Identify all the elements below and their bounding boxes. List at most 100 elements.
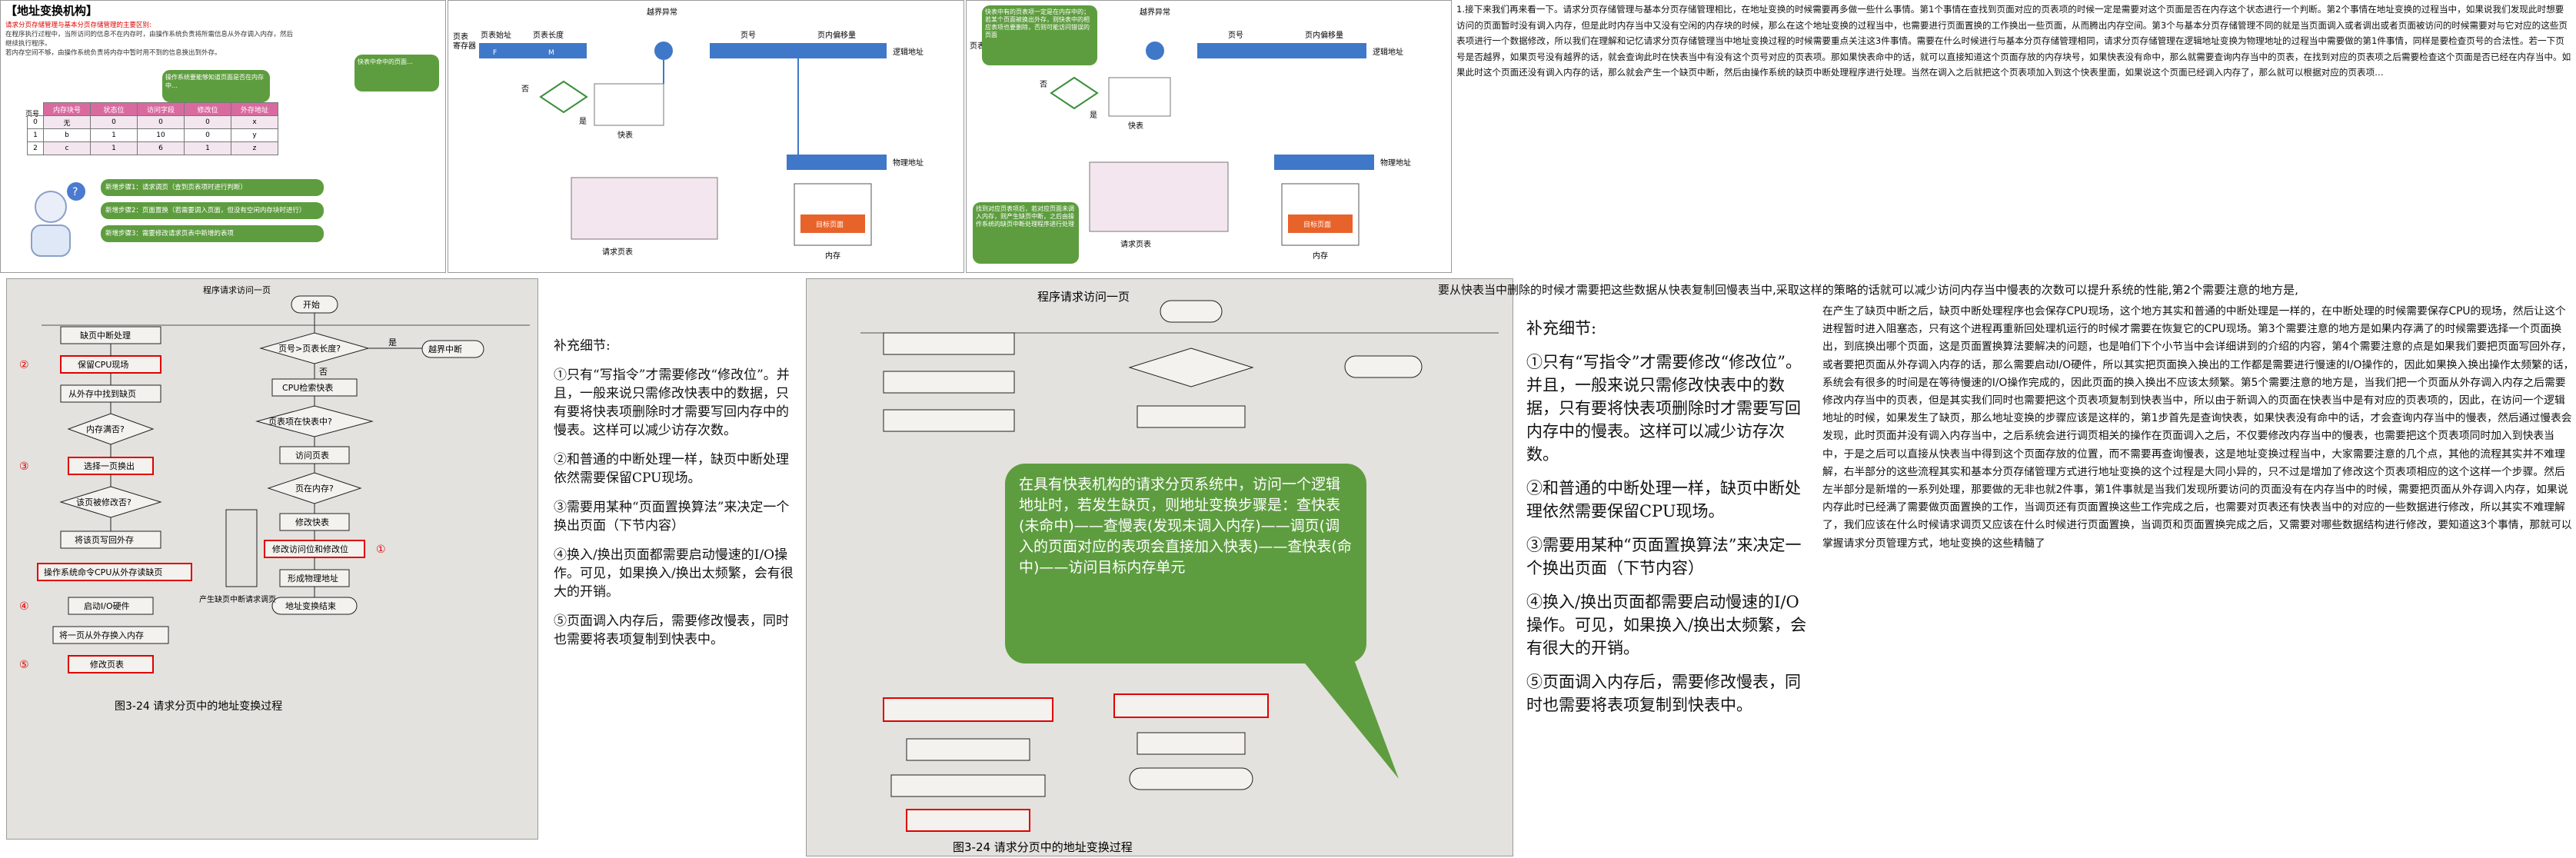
diagram-label: 图3-24 请求分页中的地址变换过程 xyxy=(953,840,1133,854)
page-table-small xyxy=(571,177,718,240)
callout-text: 操作系统要能够知道页面是否在内存中… xyxy=(165,74,264,89)
diagram-label: 越界异常 xyxy=(647,7,677,17)
diagram-label: 产生缺页中断请求调页 xyxy=(199,594,276,604)
svg-text:①: ① xyxy=(376,544,386,556)
table-header: 状态位 xyxy=(90,102,138,116)
diagram-label: 程序请求访问一页 xyxy=(1037,290,1130,304)
table-row: 0 无 0 0 0 x xyxy=(27,115,278,129)
diagram-label: M xyxy=(548,49,554,57)
svg-text:③: ③ xyxy=(19,461,29,473)
diagram-label: 物理地址 xyxy=(1380,158,1411,168)
callout-text: 快表中命中的页面… xyxy=(358,58,413,65)
flow-box-highlight xyxy=(37,563,192,581)
flow-box xyxy=(1137,732,1246,755)
note-item: ②和普通的中断处理一样，缺页中断处理依然需要保留CPU现场。 xyxy=(554,452,789,486)
note-item: ②和普通的中断处理一样，缺页中断处理依然需要保留CPU现场。 xyxy=(1526,479,1801,520)
diagram-label: 该页被修改否? xyxy=(76,497,131,507)
table-cell: 2 xyxy=(27,141,44,155)
diagram-label: 选择一页换出 xyxy=(84,461,135,471)
compare-node xyxy=(1146,42,1164,60)
diagram-label: 修改页表 xyxy=(90,659,124,670)
green-callout: 找到对应页表项后，若对应页面未调入内存，则产生缺页中断，之后由操作系统的缺页中断… xyxy=(973,202,1079,264)
table-cell: 6 xyxy=(137,141,185,155)
step-note-1: 新增步骤1：请求调页（查到页表项时进行判断） xyxy=(101,179,324,196)
question-mark-icon xyxy=(67,182,85,201)
flow-box xyxy=(1137,405,1246,428)
flow-box xyxy=(906,738,1030,761)
flow-box xyxy=(883,371,1015,394)
target-page xyxy=(800,214,865,233)
diagram-label: 快表 xyxy=(617,130,633,140)
note-item: ④换入/换出页面都需要启动慢速的I/O操作。可见，如果换入/换出太频繁，会有很大… xyxy=(554,547,794,600)
physical-address-box xyxy=(787,155,887,170)
diagram-label: 是 xyxy=(579,117,587,126)
diagram-label: 页号>页表长度? xyxy=(278,343,341,354)
svg-text:⑤: ⑤ xyxy=(19,659,29,671)
flow-end xyxy=(1129,767,1253,790)
diagram-label: 保留CPU现场 xyxy=(78,359,128,370)
flow-box xyxy=(883,409,1015,432)
intro-line: 在程序执行过程中，当所访问的信息不在内存时，由操作系统负责将所需信息从外存调入内… xyxy=(5,31,294,38)
table-cell: 1 xyxy=(27,128,44,142)
table-cell: c xyxy=(43,141,91,155)
table-header: 修改位 xyxy=(184,102,231,116)
intro-text: 请求分页存储管理与基本分页存储管理的主要区别: 在程序执行过程中，当所访问的信息… xyxy=(5,21,328,58)
diagram-label: 图3-24 请求分页中的地址变换过程 xyxy=(115,700,282,713)
table-row: 2 c 1 6 1 z xyxy=(27,141,278,155)
diagram-label: 程序请求访问一页 xyxy=(203,284,271,295)
notes-title: 补充细节: xyxy=(554,338,611,354)
flow-box-highlight xyxy=(906,809,1030,832)
diagram-label: 将一页从外存换入内存 xyxy=(59,630,144,640)
table-header-row: 内存块号 状态位 访问字段 修改位 外存地址 xyxy=(28,102,278,116)
step-note-3: 新增步骤3：需要修改请求页表中新增的表项 xyxy=(101,225,324,242)
flow-start xyxy=(1160,300,1223,323)
diagram-label: 页内偏移量 xyxy=(1305,30,1343,40)
step-note-text: 新增步骤1：请求调页（查到页表项时进行判断） xyxy=(105,184,247,191)
diagram-label: 页表长度 xyxy=(533,30,564,40)
bubble-tail xyxy=(1299,656,1399,779)
diagram-label: 快表 xyxy=(1128,121,1143,131)
flow-box xyxy=(225,509,258,587)
table-cell: z xyxy=(231,141,278,155)
flowchart-scan-2: 程序请求访问一页 图3-24 请求分页中的地址变换过程 在具有快表机构的请求分页… xyxy=(806,278,1513,856)
physical-address-box xyxy=(1274,155,1374,170)
diagram-label: 越界中断 xyxy=(428,344,462,354)
diagram-label: 启动I/O硬件 xyxy=(84,601,130,611)
diagram-label: F xyxy=(493,49,497,57)
flowchart-1-svg: 程序请求访问一页 开始 页号>页表长度? 越界中断 CPU检索快表 页表项在快表… xyxy=(19,284,530,713)
diagram-label: CPU检索快表 xyxy=(282,382,333,393)
table-cell: 0 xyxy=(137,115,185,129)
intro-line: 继续执行程序。 xyxy=(5,40,52,48)
table-cell: 1 xyxy=(90,128,138,142)
table-row: 1 b 1 10 0 y xyxy=(27,128,278,142)
flow-box-highlight xyxy=(68,655,154,673)
transcript-bottom-header: 要从快表当中删除的时候才需要把这些数据从快表复制回慢表当中,采取这样的策略的话就… xyxy=(1438,280,2574,303)
diagram-label: 操作系统命令CPU从外存读缺页 xyxy=(44,567,162,577)
diagram-label: 否 xyxy=(319,367,328,377)
callout-text: 找到对应页表项后，若对应页面未调入内存，则产生缺页中断，之后由操作系统的缺页中断… xyxy=(976,205,1074,228)
decision-diamond xyxy=(1050,76,1099,110)
table-header: 内存块号 xyxy=(43,102,91,116)
thinking-person-illustration: ? xyxy=(31,182,85,257)
diagram-label: 将该页写回外存 xyxy=(75,534,134,545)
svg-text:?: ? xyxy=(72,186,78,198)
table-cell: 无 xyxy=(43,115,91,129)
diagram-label: 越界异常 xyxy=(1140,7,1170,17)
logical-address-box xyxy=(710,43,887,58)
tlb-table xyxy=(594,83,664,126)
section-title: 【地址变换机构】 xyxy=(5,4,98,18)
diagram-label: 逻辑地址 xyxy=(893,47,924,57)
flow-box xyxy=(890,774,1046,797)
page-table: 内存块号 状态位 访问字段 修改位 外存地址 0 无 0 0 0 x 1 b 1… xyxy=(27,102,278,155)
note-item: ⑤页面调入内存后，需要修改慢表，同时也需要将表项复制到快表中。 xyxy=(554,614,789,647)
flowchart-scan-1: 程序请求访问一页 开始 页号>页表长度? 越界中断 CPU检索快表 页表项在快表… xyxy=(6,278,538,840)
flow-box-highlight xyxy=(883,697,1053,722)
page-table-small xyxy=(1089,161,1229,232)
note-item: ③需要用某种“页面置换算法”来决定一个换出页面（下节内容） xyxy=(1526,536,1802,577)
note-item: ①只有“写指令”才需要修改“修改位”。并且，一般来说只需修改快表中的数据，只有要… xyxy=(554,367,790,438)
diagram-label: 地址变换结束 xyxy=(285,600,336,611)
table-cell: 10 xyxy=(137,128,185,142)
diagram-label: 修改访问位和修改位 xyxy=(272,544,348,554)
flowchart-2-svg: 程序请求访问一页 图3-24 请求分页中的地址变换过程 xyxy=(860,290,1499,854)
transcript-paragraph: 在产生了缺页中断之后，缺页中断处理程序也会保存CPU现场，这个地方其实和普通的中… xyxy=(1822,305,2574,550)
